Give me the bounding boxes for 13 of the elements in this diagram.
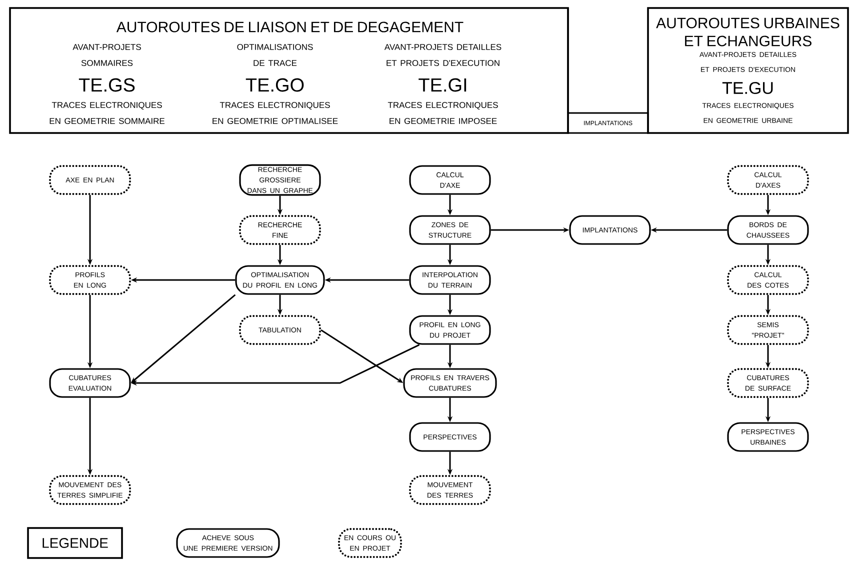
description: TRACES ELECTRONIQUES EN GEOMETRIE SOMMAIRE — [50, 102, 164, 124]
program-code: TE.GU — [722, 82, 773, 94]
description: TRACES ELECTRONIQUES EN GEOMETRIE IMPOSEE — [388, 102, 498, 124]
subheading: OPTIMALISATIONS DE TRACE — [237, 44, 313, 66]
program-code: TE.GI — [418, 78, 466, 92]
program-code: TE.GS — [78, 78, 135, 92]
description: TRACES ELECTRONIQUES EN GEOMETRIE OPTIMALISEE — [212, 102, 338, 124]
subheading: AVANT-PROJETS DETAILLES ET PROJETS D'EXECUTION — [384, 44, 502, 66]
heading: AUTOROUTES DE LIAISON ET DE DEGAGEMENT — [116, 22, 464, 32]
program-code: TE.GO — [246, 78, 304, 92]
subheading: AVANT-PROJETS SOMMAIRES — [72, 44, 141, 66]
legend-heading: LEGENDE — [27, 527, 123, 559]
heading: AUTOROUTES URBAINES ET ECHANGEURS — [656, 18, 840, 46]
